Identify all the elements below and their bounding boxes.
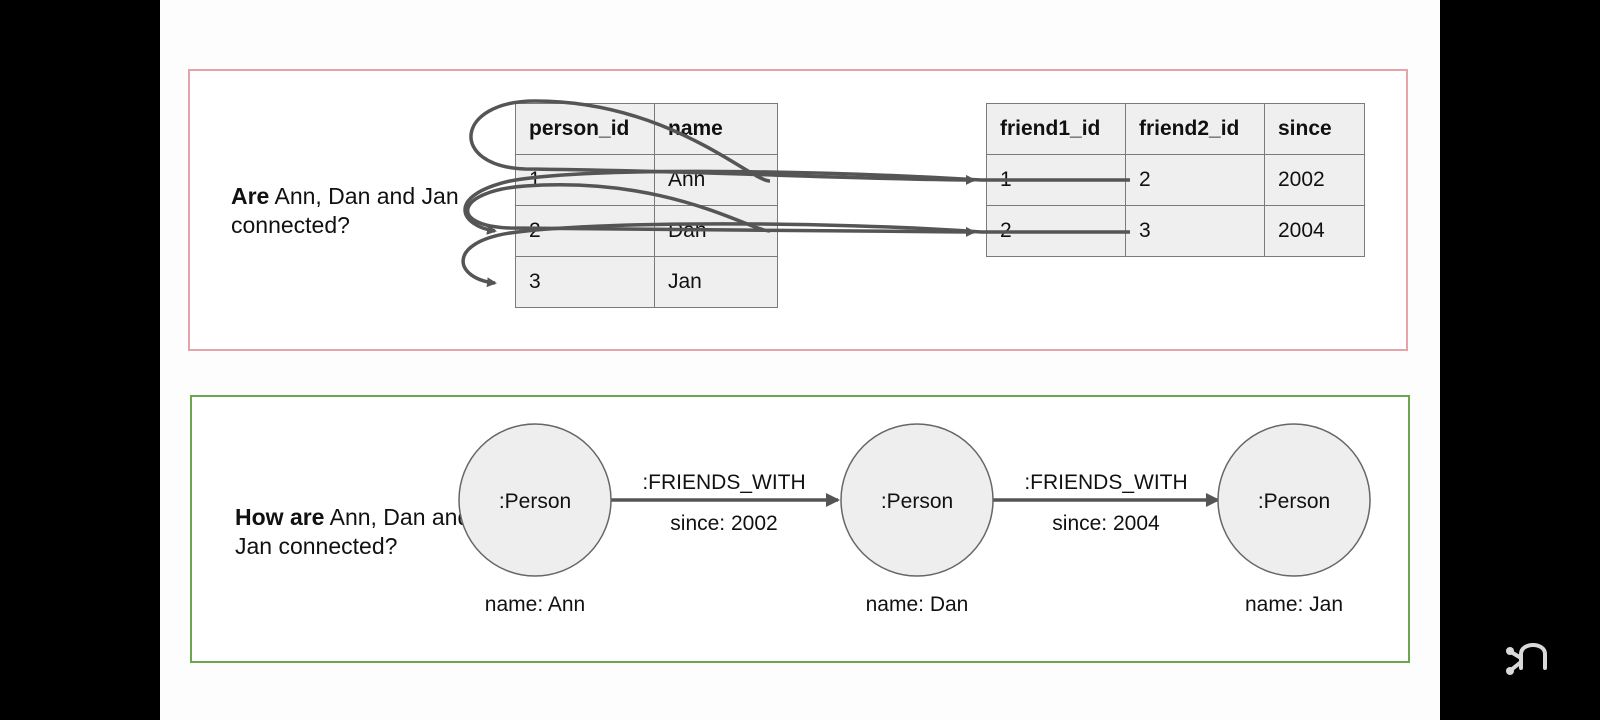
relational-panel: Are Ann, Dan and Jan connected? person_i… — [188, 69, 1408, 351]
join-arrow-4 — [461, 222, 1130, 288]
join-arrow-2 — [463, 169, 1130, 235]
friends-table-header: since — [1264, 103, 1365, 155]
join-arrow-3 — [465, 183, 976, 237]
node-property: name: Dan — [866, 593, 969, 616]
table-cell: 2 — [515, 205, 655, 257]
person-table-header-row: person_id name — [515, 103, 778, 155]
table-row: 1 Ann — [515, 154, 778, 206]
node-property: name: Ann — [485, 593, 585, 616]
slide: Are Ann, Dan and Jan connected? person_i… — [160, 0, 1440, 720]
node-circle — [840, 423, 994, 577]
node-circle — [1217, 423, 1371, 577]
table-cell: 1 — [515, 154, 655, 206]
graph-question-bold: How are — [235, 504, 325, 530]
node-property: name: Jan — [1245, 593, 1343, 616]
join-arrows — [461, 99, 1130, 288]
table-cell: 2 — [1125, 154, 1265, 206]
node-circle — [458, 423, 612, 577]
relational-question: Are Ann, Dan and Jan connected? — [231, 182, 461, 240]
table-cell: 2004 — [1264, 205, 1365, 257]
relationship-type: :FRIENDS_WITH — [1024, 471, 1187, 494]
graph-question-text: Ann, Dan and Jan connected? — [235, 504, 471, 559]
relationship-property: since: 2004 — [1052, 512, 1160, 535]
graph-diagram: :FRIENDS_WITH since: 2002 :FRIENDS_WITH … — [458, 423, 1371, 616]
table-cell: 3 — [1125, 205, 1265, 257]
person-table: person_id name 1 Ann 2 Dan 3 Jan — [515, 103, 778, 308]
friends-table-header: friend2_id — [1125, 103, 1265, 155]
table-cell: Jan — [654, 256, 778, 308]
join-arrow-1 — [469, 99, 976, 185]
friends-table: friend1_id friend2_id since 1 2 2002 2 3… — [986, 103, 1365, 257]
friends-table-header: friend1_id — [986, 103, 1126, 155]
table-row: 3 Jan — [515, 256, 778, 308]
node-label: :Person — [499, 490, 571, 513]
graph-panel: How are Ann, Dan and Jan connected? :FRI… — [190, 395, 1410, 663]
relational-question-bold: Are — [231, 183, 270, 209]
relationship-type: :FRIENDS_WITH — [642, 471, 805, 494]
graph-question: How are Ann, Dan and Jan connected? — [235, 503, 475, 561]
relational-question-text: Ann, Dan and Jan connected? — [231, 183, 459, 238]
node-label: :Person — [881, 490, 953, 513]
table-cell: Ann — [654, 154, 778, 206]
neo4j-logo-icon — [1506, 643, 1547, 675]
node-label: :Person — [1258, 490, 1330, 513]
relationship-property: since: 2002 — [670, 512, 777, 535]
table-row: 2 3 2004 — [986, 205, 1365, 257]
table-cell: 3 — [515, 256, 655, 308]
friends-table-header-row: friend1_id friend2_id since — [986, 103, 1365, 155]
